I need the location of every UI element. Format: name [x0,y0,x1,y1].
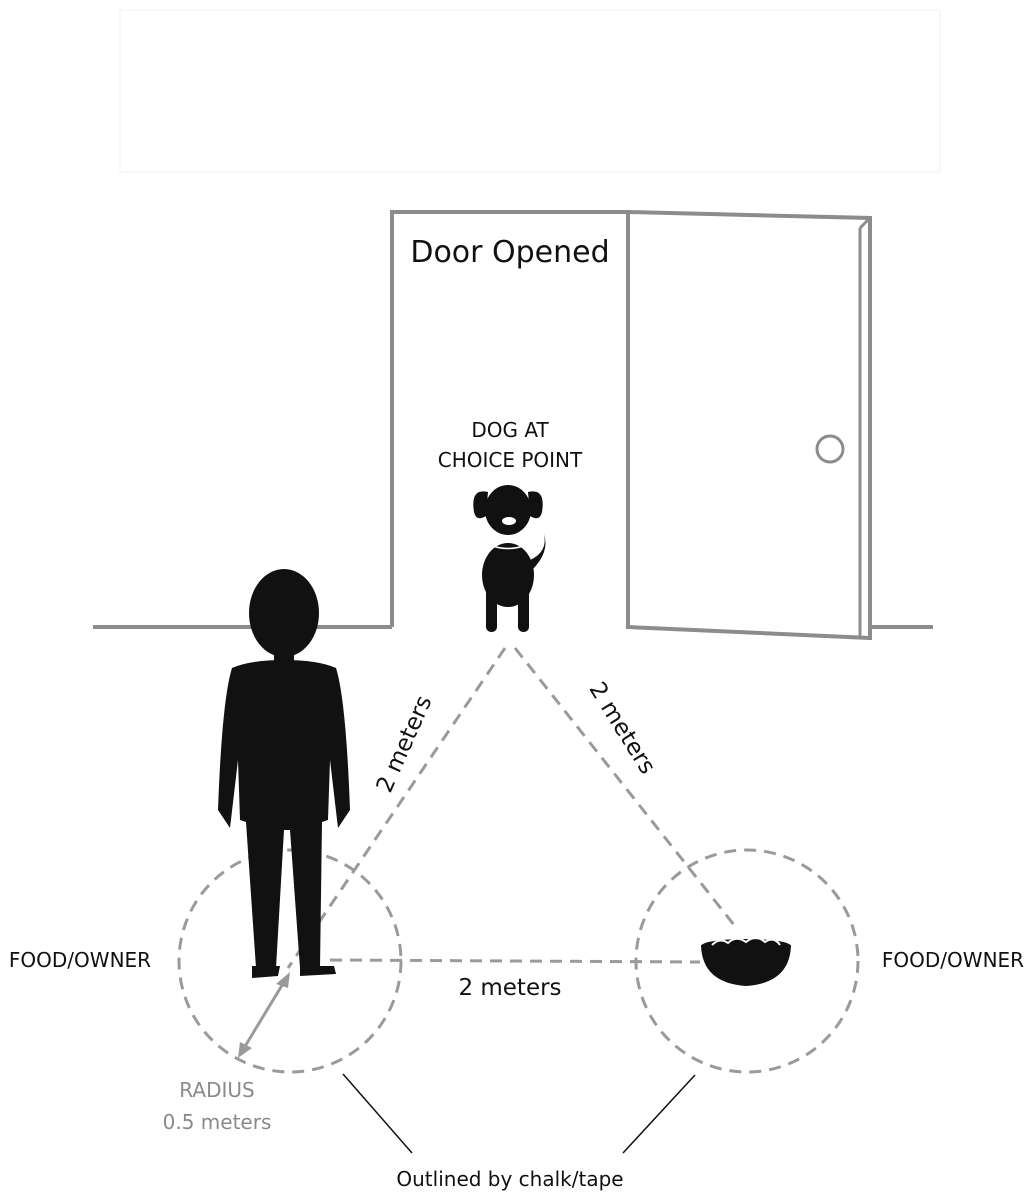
outline-note: Outlined by chalk/tape [396,1167,623,1191]
blank-header-box [119,9,941,173]
distance-label-left: 2 meters [372,692,438,797]
distance-label-right: 2 meters [584,678,661,779]
distance-label-bottom: 2 meters [458,975,561,1001]
right-zone-label: FOOD/OWNER [882,948,1024,972]
dog-label-line2: CHOICE POINT [438,448,583,472]
open-door [626,209,872,641]
radius-label-line2: 0.5 meters [163,1110,272,1134]
callout-line-left [342,1073,413,1154]
radius-label-line1: RADIUS [179,1078,254,1102]
dog-icon [473,485,546,632]
radius-arrow [238,972,290,1058]
door-knob [815,434,845,464]
door-frame [390,210,628,627]
callout-line-right [622,1074,696,1154]
person-icon [218,569,350,978]
door-label: Door Opened [410,235,609,270]
left-zone-circle [177,848,403,1074]
dashed-line-right [513,647,740,931]
left-zone-label: FOOD/OWNER [9,948,151,972]
dashed-line-left [286,647,507,969]
food-bowl-icon [701,937,791,986]
dashed-line-bottom [329,958,701,964]
dog-label-line1: DOG AT [471,418,549,442]
